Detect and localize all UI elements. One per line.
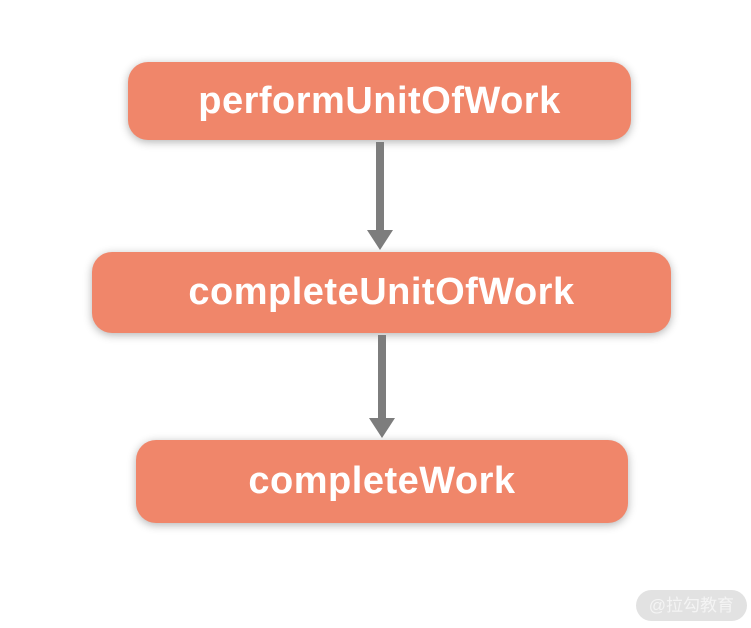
arrow-stem	[378, 335, 386, 418]
node-perform-unit-of-work: performUnitOfWork	[128, 62, 631, 140]
arrow-head	[367, 230, 393, 250]
arrow-down-icon	[369, 335, 395, 438]
node-label-complete-unit-of-work: completeUnitOfWork	[188, 271, 575, 313]
node-label-perform-unit-of-work: performUnitOfWork	[198, 79, 561, 122]
watermark-badge: @拉勾教育	[635, 590, 747, 621]
arrow-head	[369, 418, 395, 438]
watermark-label: @拉勾教育	[648, 596, 734, 615]
node-complete-work: completeWork	[136, 440, 628, 523]
node-complete-unit-of-work: completeUnitOfWork	[92, 252, 671, 333]
arrow-stem	[376, 142, 384, 230]
arrow-down-icon	[367, 142, 393, 250]
node-label-complete-work: completeWork	[248, 460, 516, 502]
